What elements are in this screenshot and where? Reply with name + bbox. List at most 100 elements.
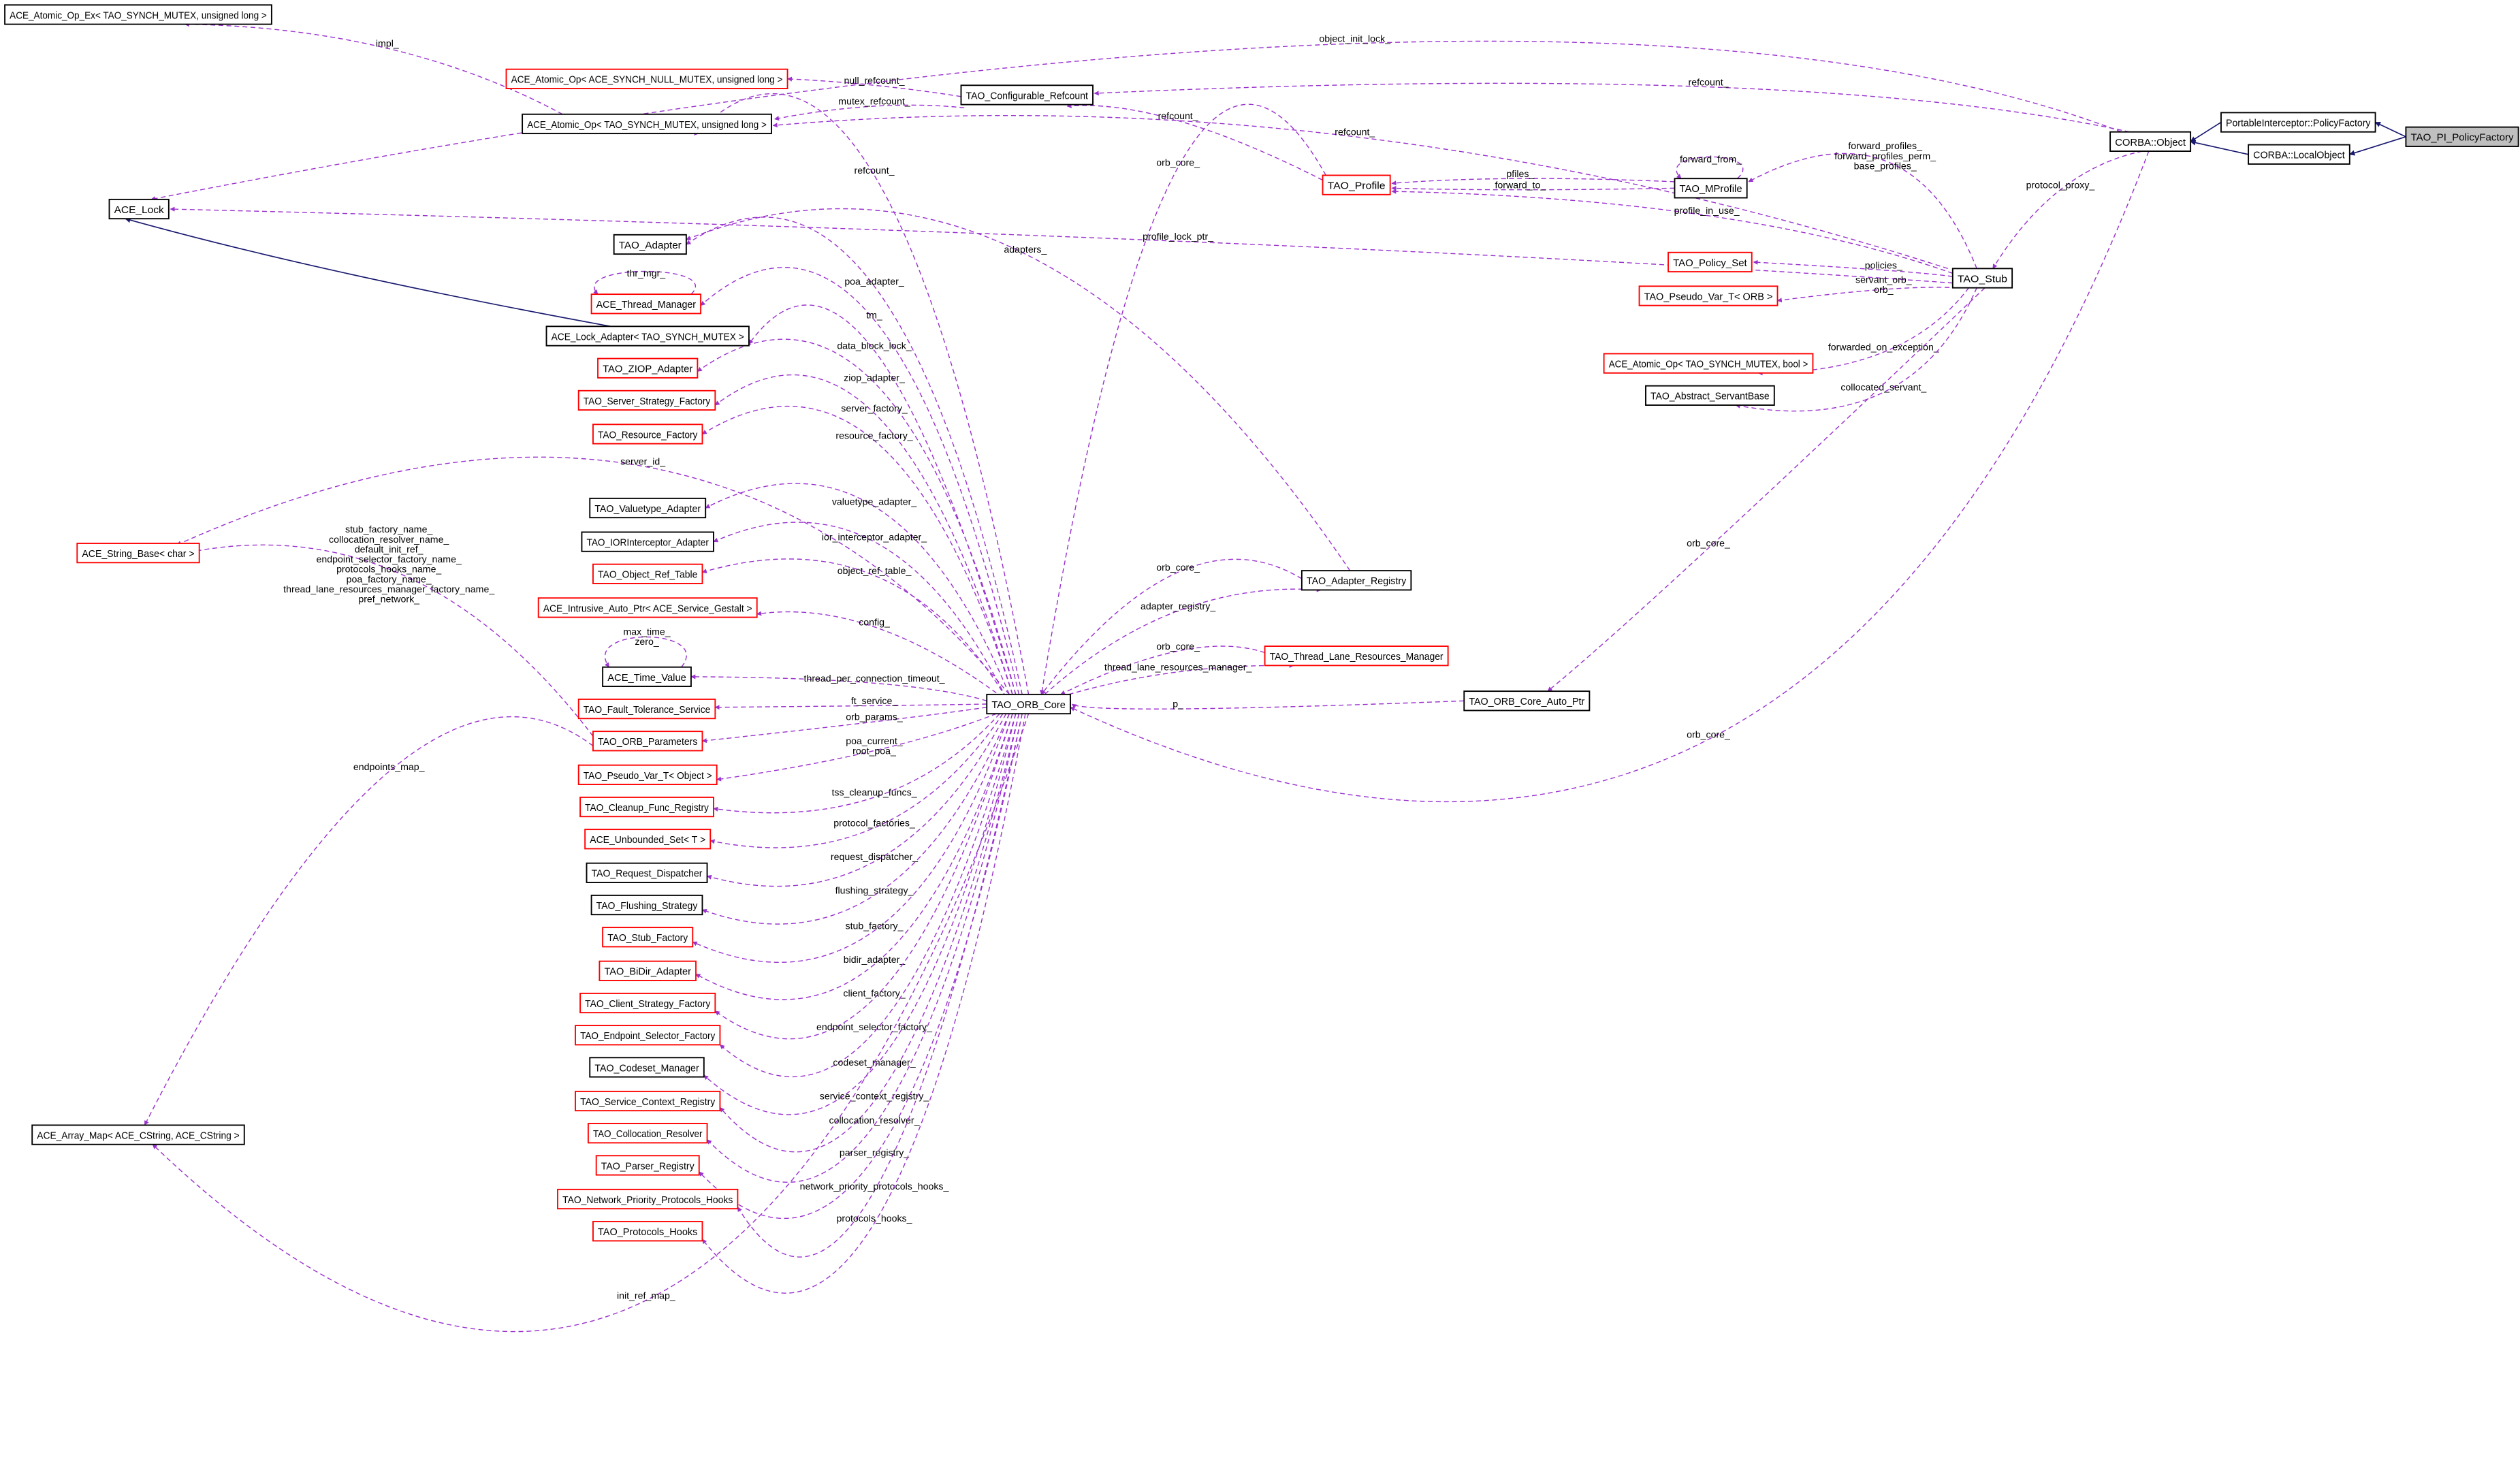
class-node-tao-adapter[interactable]: TAO_Adapter	[613, 234, 687, 255]
edge-orb_core-to-unbounded: protocol_factories_	[709, 713, 1004, 848]
class-node-resource-f[interactable]: TAO_Resource_Factory	[592, 424, 703, 445]
class-node-time-value[interactable]: ACE_Time_Value	[602, 666, 692, 687]
dependency-arrow	[714, 703, 987, 710]
class-node-ziop[interactable]: TAO_ZIOP_Adapter	[597, 357, 699, 379]
class-box	[586, 862, 708, 883]
edge-corba_object-to-stub: protocol_proxy_	[1992, 150, 2143, 269]
class-node-stub-f[interactable]: TAO_Stub_Factory	[602, 927, 694, 948]
edge-label: init_ref_map_	[617, 1290, 676, 1301]
dependency-arrow	[719, 714, 1020, 1153]
class-name: TAO_Flushing_Strategy	[596, 901, 698, 912]
class-node-codeset[interactable]: TAO_Codeset_Manager	[589, 1057, 705, 1078]
class-node-servant-base[interactable]: TAO_Abstract_ServantBase	[1645, 385, 1775, 406]
class-node-array-map[interactable]: ACE_Array_Map< ACE_CString, ACE_CString …	[31, 1124, 245, 1145]
class-node-bidir[interactable]: TAO_BiDir_Adapter	[599, 960, 697, 981]
class-box	[76, 543, 200, 564]
dependency-arrow	[773, 104, 965, 121]
class-node-server-sf[interactable]: TAO_Server_Strategy_Factory	[577, 389, 716, 411]
class-node-client-sf[interactable]: TAO_Client_Strategy_Factory	[579, 992, 716, 1014]
class-node-stub[interactable]: TAO_Stub	[1951, 268, 2013, 289]
dependency-arrow	[1992, 150, 2143, 269]
edge-stub-to-ace_lock: profile_lock_ptr_	[170, 206, 1953, 284]
class-node-req-disp[interactable]: TAO_Request_Dispatcher	[586, 862, 708, 883]
edge-orb_core-to-stub_f: stub_factory_	[692, 713, 1010, 963]
edge-profile-to-conf_ref: refcount_	[1066, 103, 1323, 181]
class-name: TAO_PI_PolicyFactory	[2410, 133, 2514, 144]
edge-label: profile_lock_ptr_	[1143, 232, 1214, 242]
class-node-string-base[interactable]: ACE_String_Base< char >	[76, 543, 200, 564]
edge-orb_core-to-netprio: network_priority_protocols_hooks_	[737, 714, 1023, 1258]
edge-label: config_	[859, 617, 891, 628]
class-node-local-object[interactable]: CORBA::LocalObject	[2248, 144, 2350, 165]
class-node-pv-orb[interactable]: TAO_Pseudo_Var_T< ORB >	[1638, 285, 1779, 306]
class-node-obj-ref[interactable]: TAO_Object_Ref_Table	[592, 563, 703, 584]
class-node-svc-ctx[interactable]: TAO_Service_Context_Registry	[575, 1090, 721, 1112]
edge-label: orb_	[1874, 285, 1894, 296]
dependency-arrow	[701, 707, 987, 744]
class-node-colloc[interactable]: TAO_Collocation_Resolver	[587, 1123, 708, 1144]
dependency-arrow	[1040, 103, 1326, 695]
edge-label: forwarded_on_exception_	[1828, 342, 1940, 353]
edge-label: orb_core_	[1156, 157, 1200, 168]
dependency-arrow	[719, 713, 1017, 1078]
class-box	[2248, 144, 2350, 165]
class-node-auto-ptr[interactable]: TAO_ORB_Core_Auto_Ptr	[1463, 690, 1591, 712]
dependency-arrow	[1068, 663, 1294, 695]
class-node-ace-lock[interactable]: ACE_Lock	[108, 198, 170, 220]
class-node-tlrm[interactable]: TAO_Thread_Lane_Resources_Manager	[1264, 646, 1449, 667]
edge-stub-to-atomic_bool: forwarded_on_exception_	[1757, 287, 1969, 376]
edge-orb_core-to-ziop: ziop_adapter_	[697, 338, 1017, 695]
class-node-lock-adapter[interactable]: ACE_Lock_Adapter< TAO_SYNCH_MUTEX >	[545, 325, 750, 347]
class-node-proto-hooks[interactable]: TAO_Protocols_Hooks	[592, 1221, 703, 1242]
edge-orb_core-to-time_value: thread_per_connection_timeout_	[690, 673, 987, 701]
class-node-adapter-reg[interactable]: TAO_Adapter_Registry	[1301, 570, 1412, 591]
inheritance-arrow	[2349, 136, 2406, 156]
class-node-orb-core[interactable]: TAO_ORB_Core	[986, 693, 1071, 715]
class-node-atomic-ex[interactable]: ACE_Atomic_Op_Ex< TAO_SYNCH_MUTEX, unsig…	[4, 4, 272, 25]
edge-orb_params-to-array_map: endpoints_map_	[144, 716, 594, 1126]
class-name: TAO_Fault_Tolerance_Service	[584, 705, 710, 716]
edge-label: p_	[1173, 699, 1184, 710]
dependency-arrow	[707, 714, 1020, 1183]
class-node-pi-policy-factory[interactable]: PortableInterceptor::PolicyFactory	[2220, 112, 2376, 133]
class-box	[592, 424, 703, 445]
class-node-flushing[interactable]: TAO_Flushing_Strategy	[590, 894, 703, 916]
class-node-unbounded[interactable]: ACE_Unbounded_Set< T >	[584, 829, 712, 850]
class-node-profile[interactable]: TAO_Profile	[1322, 174, 1391, 195]
class-node-tao-pi-pf[interactable]: TAO_PI_PolicyFactory	[2405, 126, 2519, 147]
class-node-parser[interactable]: TAO_Parser_Registry	[595, 1155, 700, 1176]
class-node-ior-int[interactable]: TAO_IORInterceptor_Adapter	[581, 531, 714, 552]
class-node-pv-object[interactable]: TAO_Pseudo_Var_T< Object >	[577, 764, 718, 785]
edge-label: tss_cleanup_funcs_	[831, 788, 917, 799]
class-node-orb-params[interactable]: TAO_ORB_Parameters	[592, 731, 703, 752]
edge-stub-to-pv_orb: servant_orb_orb_	[1776, 274, 1958, 303]
class-name: TAO_Service_Context_Registry	[580, 1097, 716, 1108]
edge-orb_params-to-string_base: stub_factory_name_collocation_resolver_n…	[152, 524, 594, 737]
class-node-netprio[interactable]: TAO_Network_Priority_Protocols_Hooks	[557, 1188, 739, 1210]
edge-stub-to-mprofile: forward_profiles_forward_profiles_perm_b…	[1748, 141, 1977, 269]
dependency-arrow	[1735, 287, 1977, 412]
class-node-mprofile[interactable]: TAO_MProfile	[1674, 178, 1748, 199]
class-name: TAO_Adapter_Registry	[1307, 576, 1407, 587]
class-box	[557, 1188, 739, 1210]
dependency-arrow	[1066, 103, 1323, 181]
class-node-intrusive[interactable]: ACE_Intrusive_Auto_Ptr< ACE_Service_Gest…	[537, 597, 758, 618]
class-node-conf-ref[interactable]: TAO_Configurable_Refcount	[960, 84, 1094, 106]
class-node-atomic-tsm[interactable]: ACE_Atomic_Op< TAO_SYNCH_MUTEX, unsigned…	[522, 113, 772, 135]
class-node-corba-object[interactable]: CORBA::Object	[2109, 131, 2192, 153]
class-node-cleanup[interactable]: TAO_Cleanup_Func_Registry	[579, 796, 714, 818]
dependency-arrow	[716, 713, 997, 782]
edge-conf_ref-to-atomic_null: null_refcount_	[786, 76, 961, 97]
class-node-valuetype[interactable]: TAO_Valuetype_Adapter	[589, 497, 707, 519]
edge-conf_ref-to-atomic_tsm: mutex_refcount_	[773, 97, 965, 121]
class-node-thread-mgr[interactable]: ACE_Thread_Manager	[590, 293, 702, 315]
edge-label: pfiles_	[1506, 169, 1535, 180]
dependency-arrow	[144, 716, 594, 1126]
class-node-atomic-null[interactable]: ACE_Atomic_Op< ACE_SYNCH_NULL_MUTEX, uns…	[505, 68, 788, 89]
class-node-ft[interactable]: TAO_Fault_Tolerance_Service	[577, 698, 716, 720]
class-node-atomic-bool[interactable]: ACE_Atomic_Op< TAO_SYNCH_MUTEX, bool >	[1603, 353, 1814, 374]
dependency-arrow	[703, 714, 1017, 1115]
class-node-endpoint-sf[interactable]: TAO_Endpoint_Selector_Factory	[575, 1025, 721, 1046]
class-node-policy-set[interactable]: TAO_Policy_Set	[1668, 251, 1753, 273]
dependency-arrow	[1040, 558, 1303, 695]
